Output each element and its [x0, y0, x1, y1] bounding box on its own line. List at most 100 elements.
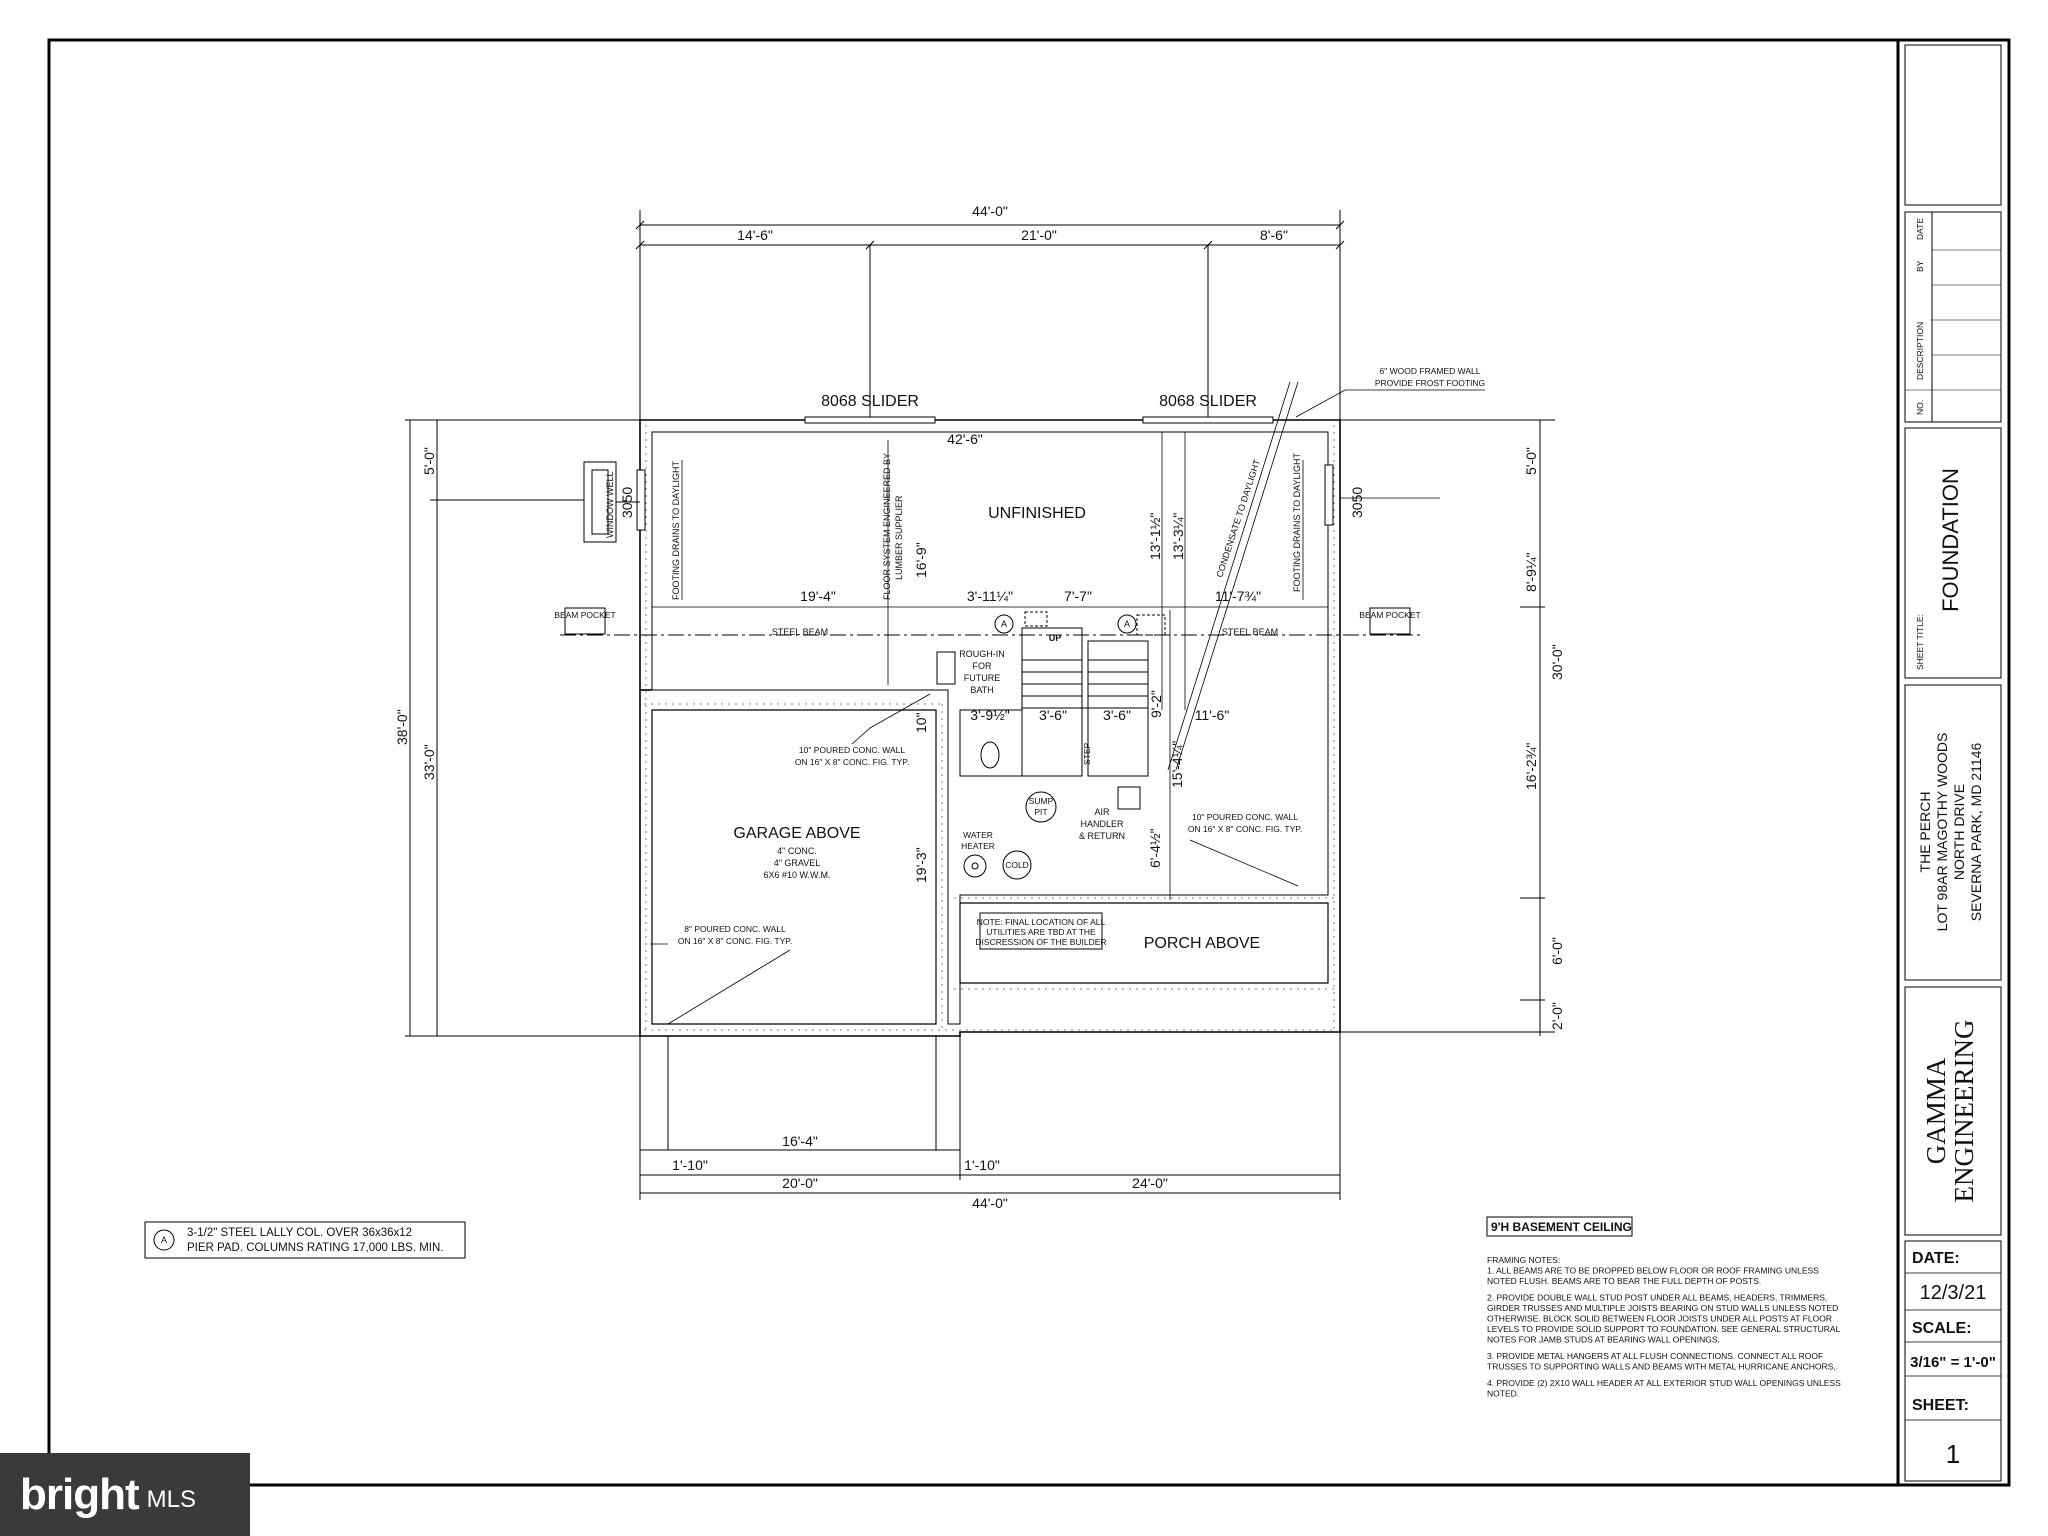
framing-note-line: 1. ALL BEAMS ARE TO BE DROPPED BELOW FLO…: [1487, 1266, 1819, 1276]
wall8-2: ON 16" X 8" CONC. FIG. TYP.: [678, 936, 792, 946]
rev-desc-header: DESCRIPTION: [1915, 322, 1925, 380]
framing-note-line: GIRDER TRUSSES AND MULTIPLE JOISTS BEARI…: [1487, 1303, 1838, 1313]
slider-left: 8068 SLIDER: [821, 393, 919, 410]
legend-line-2: PIER PAD. COLUMNS RATING 17,000 LBS. MIN…: [187, 1242, 443, 1254]
column-a-left: [994, 614, 1014, 634]
air-handler-3: & RETURN: [1079, 831, 1125, 841]
air-handler-1: AIR: [1094, 807, 1110, 817]
dim-right-5: 5'-0": [1523, 447, 1539, 475]
stair-up-label: UP: [1049, 633, 1062, 643]
ceiling-height: 9'H BASEMENT CEILING: [1491, 1220, 1632, 1234]
sheet-title: FOUNDATION: [1938, 468, 1963, 612]
window-well-label: WINDOW WELL: [605, 472, 615, 539]
sheet-title-label: SHEET TITLE:: [1915, 614, 1925, 670]
air-handler-box: [1117, 786, 1141, 810]
dim-top-mid: 21'-0": [1021, 227, 1057, 243]
garage-spec-1: 4" CONC.: [777, 846, 817, 856]
floor-system-note-2: LUMBER SUPPLIER: [894, 495, 904, 580]
garage-spec-2: 4" GRAVEL: [774, 858, 821, 868]
project-street: NORTH DRIVE: [1951, 784, 1967, 880]
sump-pit: [1025, 791, 1057, 823]
legend-column-symbol: [153, 1229, 175, 1251]
firm-name-line1: GAMMA: [1921, 1057, 1951, 1164]
dim-3-6b: 3'-6": [1103, 707, 1131, 723]
dim-right-6: 6'-0": [1549, 937, 1565, 965]
rough-in-2: FOR: [973, 661, 992, 671]
rev-by-header: BY: [1915, 260, 1925, 272]
dim-15-4: 15'-4¼": [1169, 741, 1185, 788]
steel-beam-left: STEEL BEAM: [772, 627, 828, 637]
firm-name-line2: ENGINEERING: [1949, 1020, 1979, 1203]
dim-3-11: 3'-11¼": [967, 588, 1013, 604]
left-dimension-lines: [405, 419, 640, 1037]
watermark-suffix: MLS: [146, 1485, 196, 1513]
garage-spec-3: 6X6 #10 W.W.M.: [763, 870, 830, 880]
rev-date-header: DATE: [1915, 218, 1925, 240]
step-label: STEP: [1082, 742, 1092, 765]
bottom-dimension-lines: [639, 1032, 1341, 1200]
dim-left-inner: 33'-0": [421, 744, 437, 780]
dim-11-7: 11'-7¾": [1215, 588, 1261, 604]
rev-no-header: NO.: [1915, 400, 1925, 415]
dim-bottom-1-10b: 1'-10": [964, 1157, 1000, 1173]
wall10-right-2: ON 16" X 8" CONC. FIG. TYP.: [1188, 824, 1302, 834]
framing-note-line: TRUSSES TO SUPPORTING WALLS AND BEAMS WI…: [1487, 1362, 1838, 1372]
dim-right-2: 2'-0": [1549, 1002, 1565, 1030]
dim-19-4: 19'-4": [800, 588, 836, 604]
sheet-border: [47, 38, 2011, 1487]
rough-in-4: BATH: [970, 685, 993, 695]
dim-10in: 10": [913, 712, 929, 733]
scale-value: 3/16" = 1'-0": [1910, 1354, 1996, 1371]
framing-note-line: 4. PROVIDE (2) 2X10 WALL HEADER AT ALL E…: [1487, 1378, 1841, 1388]
slider-door-marks: [636, 416, 1334, 531]
dim-19-3: 19'-3": [913, 847, 929, 883]
dim-left-5: 5'-0": [421, 447, 437, 475]
window-size-right: 3050: [1349, 487, 1365, 518]
dim-13-3: 13'-3¼": [1170, 513, 1186, 560]
room-unfinished: UNFINISHED: [988, 505, 1086, 522]
dim-right-8-9: 8'-9¼": [1523, 552, 1539, 592]
watermark-brand: bright: [20, 1469, 140, 1519]
wall10-left-1: 10" POURED CONC. WALL: [799, 745, 905, 755]
wood-wall-note-1: 6" WOOD FRAMED WALL: [1380, 366, 1481, 376]
water-heater-2: HEATER: [961, 841, 995, 851]
slider-right: 8068 SLIDER: [1159, 393, 1257, 410]
project-lot: LOT 98AR MAGOTHY WOODS: [1934, 733, 1950, 932]
date-value: 12/3/21: [1920, 1282, 1987, 1304]
stair-and-bath: [936, 611, 1166, 777]
right-dimension-lines: [1340, 419, 1555, 1036]
sheet-label: SHEET:: [1912, 1397, 1969, 1414]
legend-line-1: 3-1/2" STEEL LALLY COL. OVER 36x36x12: [187, 1227, 412, 1239]
room-porch: PORCH ABOVE: [1144, 935, 1260, 952]
dim-bottom-1-10a: 1'-10": [672, 1157, 708, 1173]
condensate-line: [1167, 381, 1299, 771]
dim-overall-top: 44'-0": [972, 203, 1008, 219]
utility-note-1: NOTE: FINAL LOCATION OF ALL: [977, 917, 1106, 927]
framing-note-line: NOTED.: [1487, 1389, 1519, 1399]
wall10-right-1: 10" POURED CONC. WALL: [1192, 812, 1298, 822]
dim-9-2: 9'-2": [1148, 690, 1164, 718]
water-heater-icon: [963, 854, 987, 878]
dim-7-7: 7'-7": [1064, 588, 1092, 604]
window-size-left: 3050: [619, 487, 635, 518]
legend-symbol-label: A: [161, 1235, 167, 1245]
dim-bottom-24: 24'-0": [1132, 1175, 1168, 1191]
dim-11-6: 11'-6": [1195, 707, 1230, 723]
dim-right-16-2: 16'-2¾": [1523, 743, 1539, 790]
project-city: SEVERNA PARK, MD 21146: [1968, 743, 1984, 922]
framing-note-line: 3. PROVIDE METAL HANGERS AT ALL FLUSH CO…: [1487, 1351, 1823, 1361]
column-legend-box: [144, 1221, 466, 1259]
sump-label-1: SUMP: [1029, 796, 1054, 806]
sump-label-2: PIT: [1034, 807, 1047, 817]
framing-note-line: OTHERWISE. BLOCK SOLID BETWEEN FLOOR JOI…: [1487, 1314, 1832, 1324]
dim-3-6a: 3'-6": [1039, 707, 1067, 723]
project-name: THE PERCH: [1917, 792, 1933, 873]
column-a-left-label: A: [1001, 619, 1007, 629]
dim-16-9: 16'-9": [913, 542, 929, 578]
room-garage: GARAGE ABOVE: [733, 825, 860, 842]
date-label: DATE:: [1912, 1250, 1960, 1267]
air-handler-2: HANDLER: [1080, 819, 1124, 829]
dim-bottom-16-4: 16'-4": [782, 1133, 818, 1149]
footing-drain-left: FOOTING DRAINS TO DAYLIGHT: [671, 460, 681, 600]
sheet-number: 1: [1946, 1439, 1960, 1469]
